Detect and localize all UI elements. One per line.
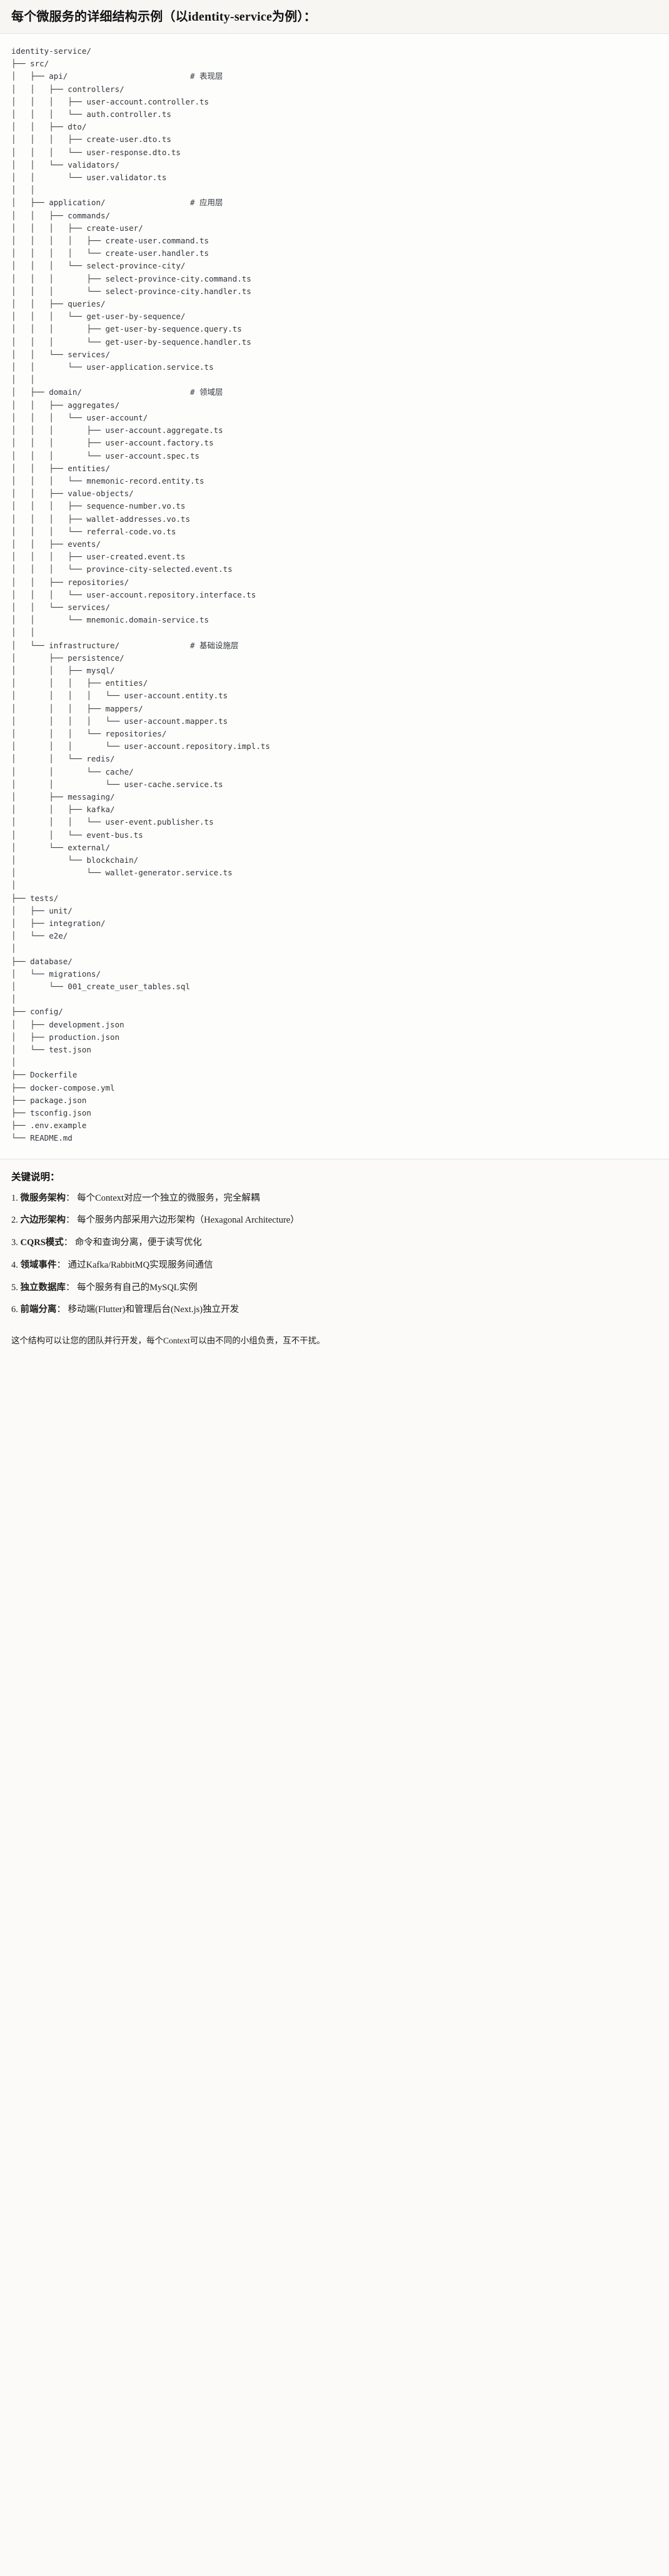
list-item: 1. 微服务架构： 每个Context对应一个独立的微服务，完全解耦 bbox=[11, 1192, 658, 1206]
list-item: 4. 领域事件： 通过Kafka/RabbitMQ实现服务间通信 bbox=[11, 1259, 658, 1273]
key-point-description: 通过Kafka/RabbitMQ实现服务间通信 bbox=[68, 1260, 213, 1270]
key-point-separator: ： bbox=[56, 1305, 66, 1315]
list-item: 3. CQRS模式： 命令和查询分离，便于读写优化 bbox=[11, 1236, 658, 1250]
list-item: 5. 独立数据库： 每个服务有自己的MySQL实例 bbox=[11, 1281, 658, 1295]
directory-tree-block: identity-service/ ├── src/ │ ├── api/ # … bbox=[0, 34, 669, 1159]
key-point-term: CQRS模式 bbox=[20, 1238, 64, 1248]
closing-text: 这个结构可以让您的团队并行开发，每个Context可以由不同的小组负责，互不干扰… bbox=[11, 1336, 325, 1346]
key-point-description: 命令和查询分离，便于读写优化 bbox=[74, 1238, 202, 1248]
key-point-separator: ： bbox=[56, 1260, 66, 1270]
key-point-term: 独立数据库 bbox=[20, 1282, 66, 1293]
page-title: 每个微服务的详细结构示例（以identity-service为例）： bbox=[11, 10, 316, 24]
key-points-section: 关键说明： 1. 微服务架构： 每个Context对应一个独立的微服务，完全解耦… bbox=[0, 1159, 669, 1330]
key-point-term: 领域事件 bbox=[20, 1260, 57, 1270]
key-point-term: 微服务架构 bbox=[20, 1193, 66, 1203]
closing-section: 这个结构可以让您的团队并行开发，每个Context可以由不同的小组负责，互不干扰… bbox=[0, 1330, 669, 1361]
key-point-description: 移动端(Flutter)和管理后台(Next.js)独立开发 bbox=[68, 1305, 239, 1315]
document-page: 每个微服务的详细结构示例（以identity-service为例）： ident… bbox=[0, 0, 669, 1361]
key-point-separator: ： bbox=[63, 1238, 73, 1248]
key-point-number: 3. bbox=[11, 1238, 18, 1248]
list-item: 2. 六边形架构： 每个服务内部采用六边形架构（Hexagonal Archit… bbox=[11, 1214, 658, 1228]
list-item: 6. 前端分离： 移动端(Flutter)和管理后台(Next.js)独立开发 bbox=[11, 1303, 658, 1317]
key-point-number: 4. bbox=[11, 1260, 18, 1270]
key-point-number: 6. bbox=[11, 1305, 18, 1315]
key-point-description: 每个服务内部采用六边形架构（Hexagonal Architecture） bbox=[77, 1215, 299, 1226]
key-point-term: 前端分离 bbox=[20, 1305, 57, 1315]
key-point-term: 六边形架构 bbox=[20, 1215, 66, 1226]
document-header: 每个微服务的详细结构示例（以identity-service为例）： bbox=[0, 0, 669, 34]
key-point-description: 每个服务有自己的MySQL实例 bbox=[77, 1282, 198, 1293]
key-point-number: 1. bbox=[11, 1193, 18, 1203]
key-point-separator: ： bbox=[66, 1215, 75, 1226]
directory-tree: identity-service/ ├── src/ │ ├── api/ # … bbox=[11, 46, 270, 1143]
key-point-number: 5. bbox=[11, 1282, 18, 1293]
key-point-description: 每个Context对应一个独立的微服务，完全解耦 bbox=[77, 1193, 260, 1203]
key-point-separator: ： bbox=[66, 1282, 75, 1293]
key-points-title: 关键说明： bbox=[11, 1171, 60, 1183]
key-point-separator: ： bbox=[66, 1193, 75, 1203]
key-points-list: 1. 微服务架构： 每个Context对应一个独立的微服务，完全解耦 2. 六边… bbox=[11, 1192, 658, 1318]
key-point-number: 2. bbox=[11, 1215, 18, 1226]
